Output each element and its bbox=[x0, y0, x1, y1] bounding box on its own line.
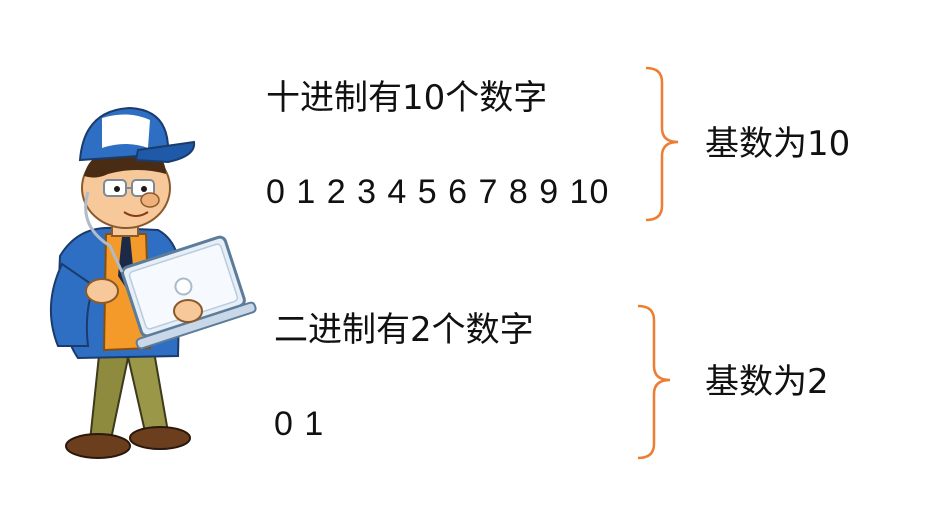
decimal-base-label: 基数为10 bbox=[705, 124, 851, 164]
binary-title: 二进制有2个数字 bbox=[274, 310, 534, 350]
decimal-digits: 0 1 2 3 4 5 6 7 8 9 10 bbox=[266, 173, 610, 211]
decimal-title: 十进制有10个数字 bbox=[266, 78, 548, 118]
decimal-brace bbox=[645, 66, 679, 222]
programmer-with-laptop-icon bbox=[49, 106, 257, 459]
binary-digits: 0 1 bbox=[274, 405, 325, 443]
binary-brace bbox=[637, 304, 671, 460]
binary-base-label: 基数为2 bbox=[705, 362, 829, 402]
